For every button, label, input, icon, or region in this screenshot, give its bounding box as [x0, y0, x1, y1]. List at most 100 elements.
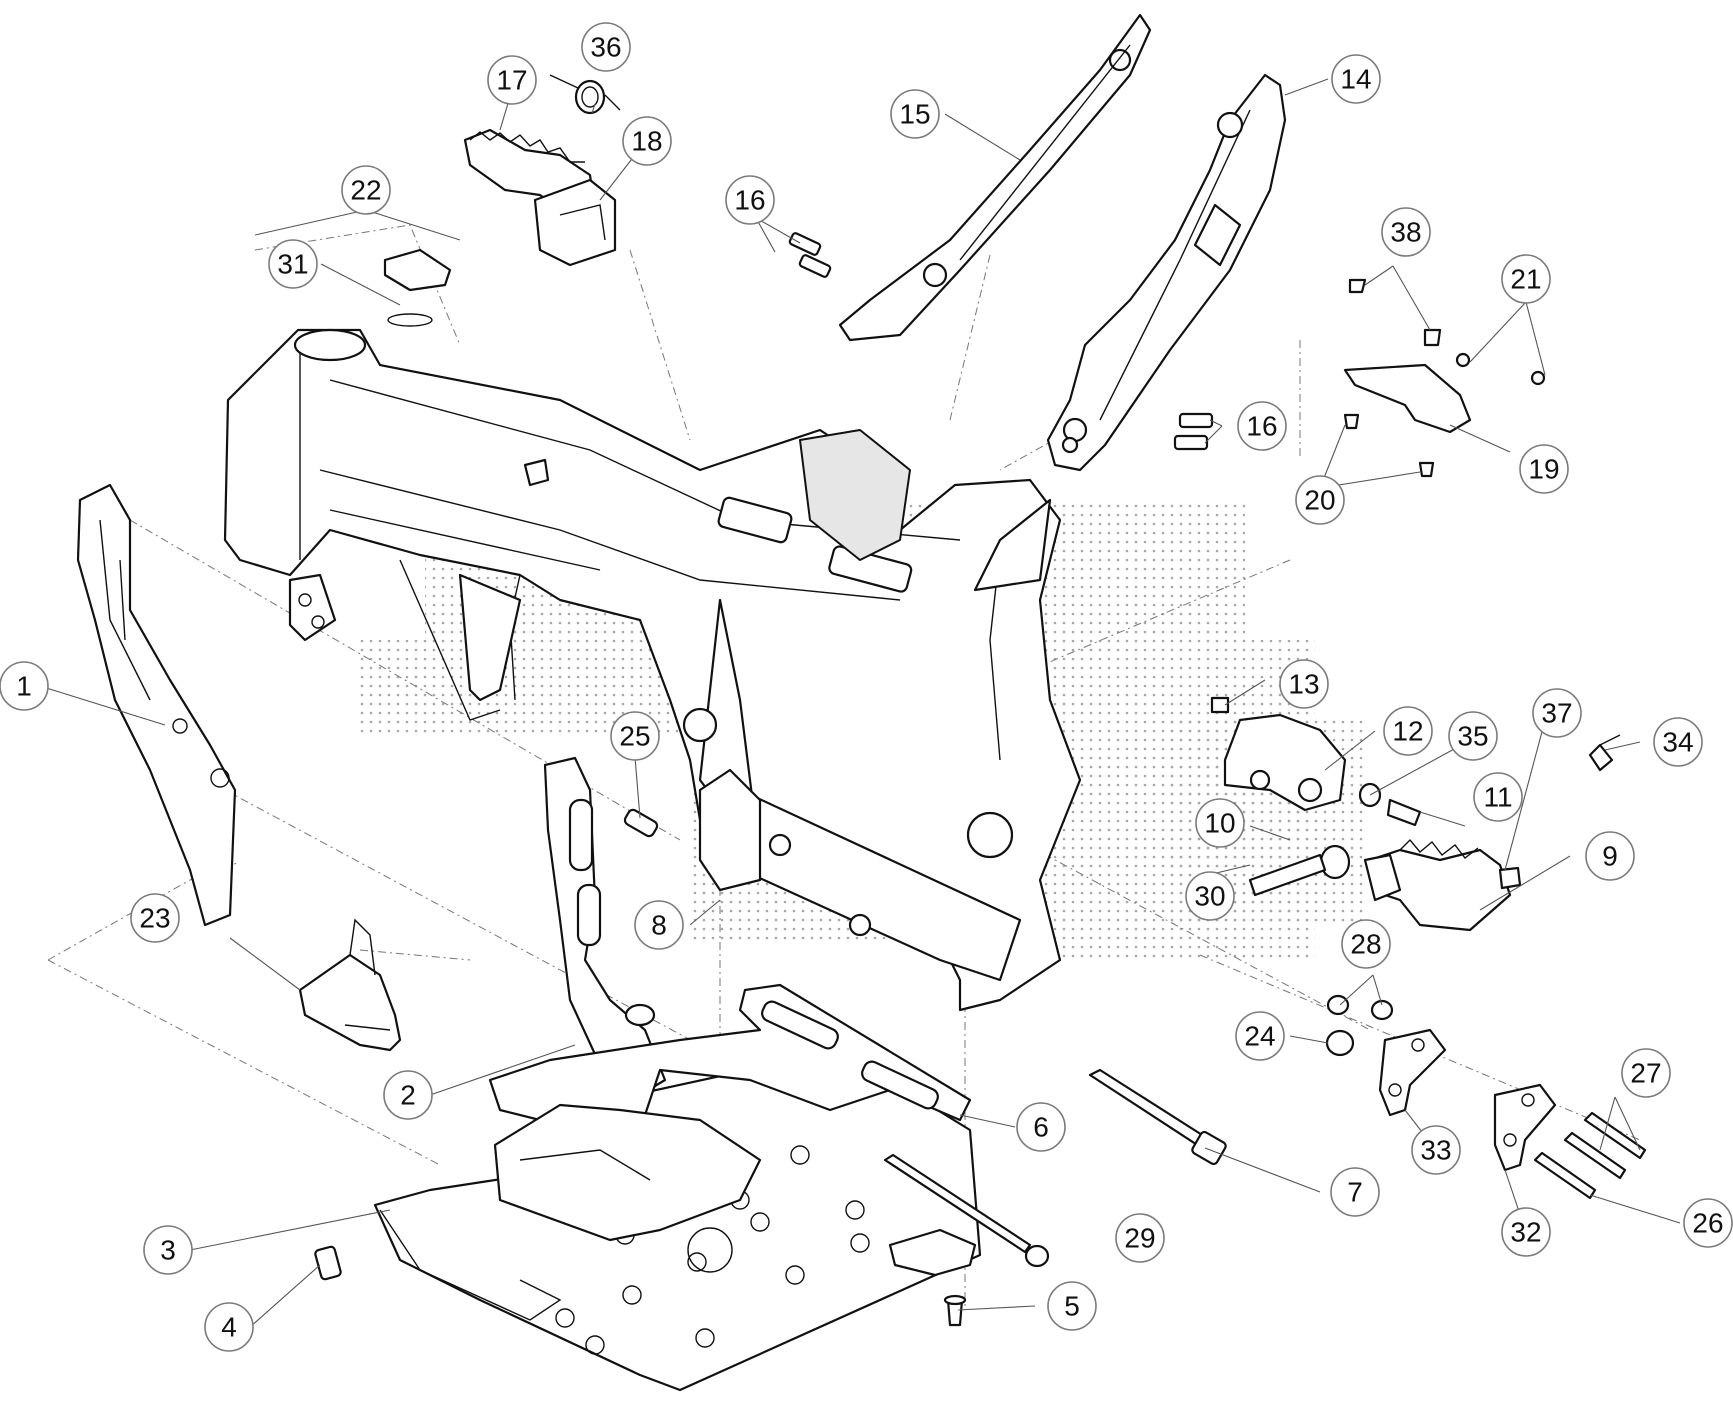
- callout-18[interactable]: 18: [622, 116, 672, 166]
- part-1-frame-guard: [76, 483, 237, 927]
- callout-label: 34: [1662, 727, 1693, 758]
- part-19-bracket: [1343, 278, 1546, 478]
- callout-28[interactable]: 28: [1341, 919, 1391, 969]
- callout-34[interactable]: 34: [1653, 717, 1703, 767]
- callout-21[interactable]: 21: [1501, 254, 1551, 304]
- callout-15[interactable]: 15: [890, 89, 940, 139]
- callout-31[interactable]: 31: [268, 239, 318, 289]
- callout-label: 37: [1541, 698, 1572, 729]
- part-16-bolts-right: [1173, 412, 1214, 451]
- part-22-cap: [383, 248, 452, 327]
- callout-2[interactable]: 2: [383, 1070, 433, 1120]
- callout-17[interactable]: 17: [487, 55, 537, 105]
- callout-10[interactable]: 10: [1195, 798, 1245, 848]
- part-36-spring: [549, 74, 621, 115]
- callout-20[interactable]: 20: [1295, 475, 1345, 525]
- callout-11[interactable]: 11: [1473, 772, 1523, 822]
- callout-36[interactable]: 36: [581, 22, 631, 72]
- callout-6[interactable]: 6: [1016, 1102, 1066, 1152]
- callout-label: 18: [631, 126, 662, 157]
- callout-label: 13: [1288, 669, 1319, 700]
- part-12-footpeg-bracket: [1210, 696, 1422, 827]
- callout-label: 22: [350, 175, 381, 206]
- callout-label: 6: [1033, 1112, 1049, 1143]
- callout-label: 27: [1630, 1058, 1661, 1089]
- callout-4[interactable]: 4: [204, 1302, 254, 1352]
- part-8-lower-bracket: [698, 768, 762, 892]
- callout-label: 25: [619, 721, 650, 752]
- callout-label: 1: [16, 671, 32, 702]
- part-33-mount-plate: [1325, 994, 1447, 1117]
- part-25-bolt: [623, 808, 659, 838]
- callout-label: 15: [899, 99, 930, 130]
- callout-label: 38: [1390, 217, 1421, 248]
- callout-label: 2: [400, 1080, 416, 1111]
- callout-26[interactable]: 26: [1683, 1198, 1733, 1248]
- callout-label: 11: [1483, 782, 1512, 813]
- callout-30[interactable]: 30: [1185, 871, 1235, 921]
- callout-label: 36: [590, 32, 621, 63]
- callout-3[interactable]: 3: [143, 1225, 193, 1275]
- leader-lines: [39, 78, 1681, 1328]
- callout-9[interactable]: 9: [1585, 831, 1635, 881]
- main-frame: [223, 328, 1082, 1012]
- callout-label: 16: [734, 185, 765, 216]
- callout-23[interactable]: 23: [130, 893, 180, 943]
- callout-label: 3: [160, 1235, 176, 1266]
- callout-16-top[interactable]: 16: [725, 175, 775, 225]
- part-29-long-bolt: [883, 1153, 1050, 1268]
- callout-label: 9: [1602, 841, 1618, 872]
- callout-25[interactable]: 25: [610, 711, 660, 761]
- callout-13[interactable]: 13: [1279, 659, 1329, 709]
- callout-label: 29: [1124, 1223, 1155, 1254]
- part-9-footpeg-right: [1248, 734, 1621, 932]
- callout-14[interactable]: 14: [1331, 54, 1381, 104]
- callout-label: 5: [1064, 1291, 1080, 1322]
- part-5-screw: [943, 1294, 967, 1327]
- callout-19[interactable]: 19: [1519, 444, 1569, 494]
- callout-33[interactable]: 33: [1411, 1125, 1461, 1175]
- callout-label: 4: [221, 1312, 237, 1343]
- part-32-mount-plate: [1493, 1083, 1647, 1200]
- callout-22[interactable]: 22: [341, 165, 391, 215]
- callout-label: 12: [1392, 716, 1423, 747]
- callout-label: 35: [1457, 721, 1488, 752]
- callout-label: 28: [1350, 929, 1381, 960]
- callout-35[interactable]: 35: [1448, 711, 1498, 761]
- part-4-bolt: [314, 1245, 342, 1281]
- callout-label: 30: [1194, 881, 1225, 912]
- callout-label: 14: [1340, 64, 1371, 95]
- callouts: 1 2 3 4 5 6 7 8 9 10 11 12 13 14 15 16 1…: [0, 22, 1733, 1352]
- callout-label: 17: [496, 65, 527, 96]
- callout-label: 26: [1692, 1208, 1723, 1239]
- part-2-frame-guard: [543, 756, 667, 1097]
- callout-8[interactable]: 8: [634, 900, 684, 950]
- part-14-subframe-rail: [1046, 73, 1287, 472]
- callout-label: 23: [139, 903, 170, 934]
- part-6-engine-mount: [488, 983, 972, 1242]
- callout-32[interactable]: 32: [1501, 1207, 1551, 1257]
- part-17-footpeg-left: [463, 128, 617, 267]
- callout-1[interactable]: 1: [0, 661, 49, 711]
- callout-label: 33: [1420, 1135, 1451, 1166]
- callout-label: 20: [1304, 485, 1335, 516]
- callout-24[interactable]: 24: [1235, 1011, 1285, 1061]
- callout-38[interactable]: 38: [1381, 207, 1431, 257]
- callout-label: 8: [651, 910, 667, 941]
- callout-label: 10: [1204, 808, 1235, 839]
- part-23-clamp: [298, 918, 402, 1052]
- callout-16-right[interactable]: 16: [1237, 401, 1287, 451]
- callout-12[interactable]: 12: [1383, 706, 1433, 756]
- callout-label: 21: [1510, 264, 1541, 295]
- callout-37[interactable]: 37: [1532, 688, 1582, 738]
- callout-label: 24: [1244, 1021, 1275, 1052]
- callout-27[interactable]: 27: [1621, 1048, 1671, 1098]
- callout-5[interactable]: 5: [1047, 1281, 1097, 1331]
- callout-7[interactable]: 7: [1330, 1167, 1380, 1217]
- callout-label: 32: [1510, 1217, 1541, 1248]
- part-15-rear-rail: [838, 13, 1152, 342]
- callout-29[interactable]: 29: [1115, 1213, 1165, 1263]
- callout-label: 16: [1246, 411, 1277, 442]
- part-7-long-bolt: [1088, 1068, 1227, 1166]
- callout-label: 31: [277, 249, 308, 280]
